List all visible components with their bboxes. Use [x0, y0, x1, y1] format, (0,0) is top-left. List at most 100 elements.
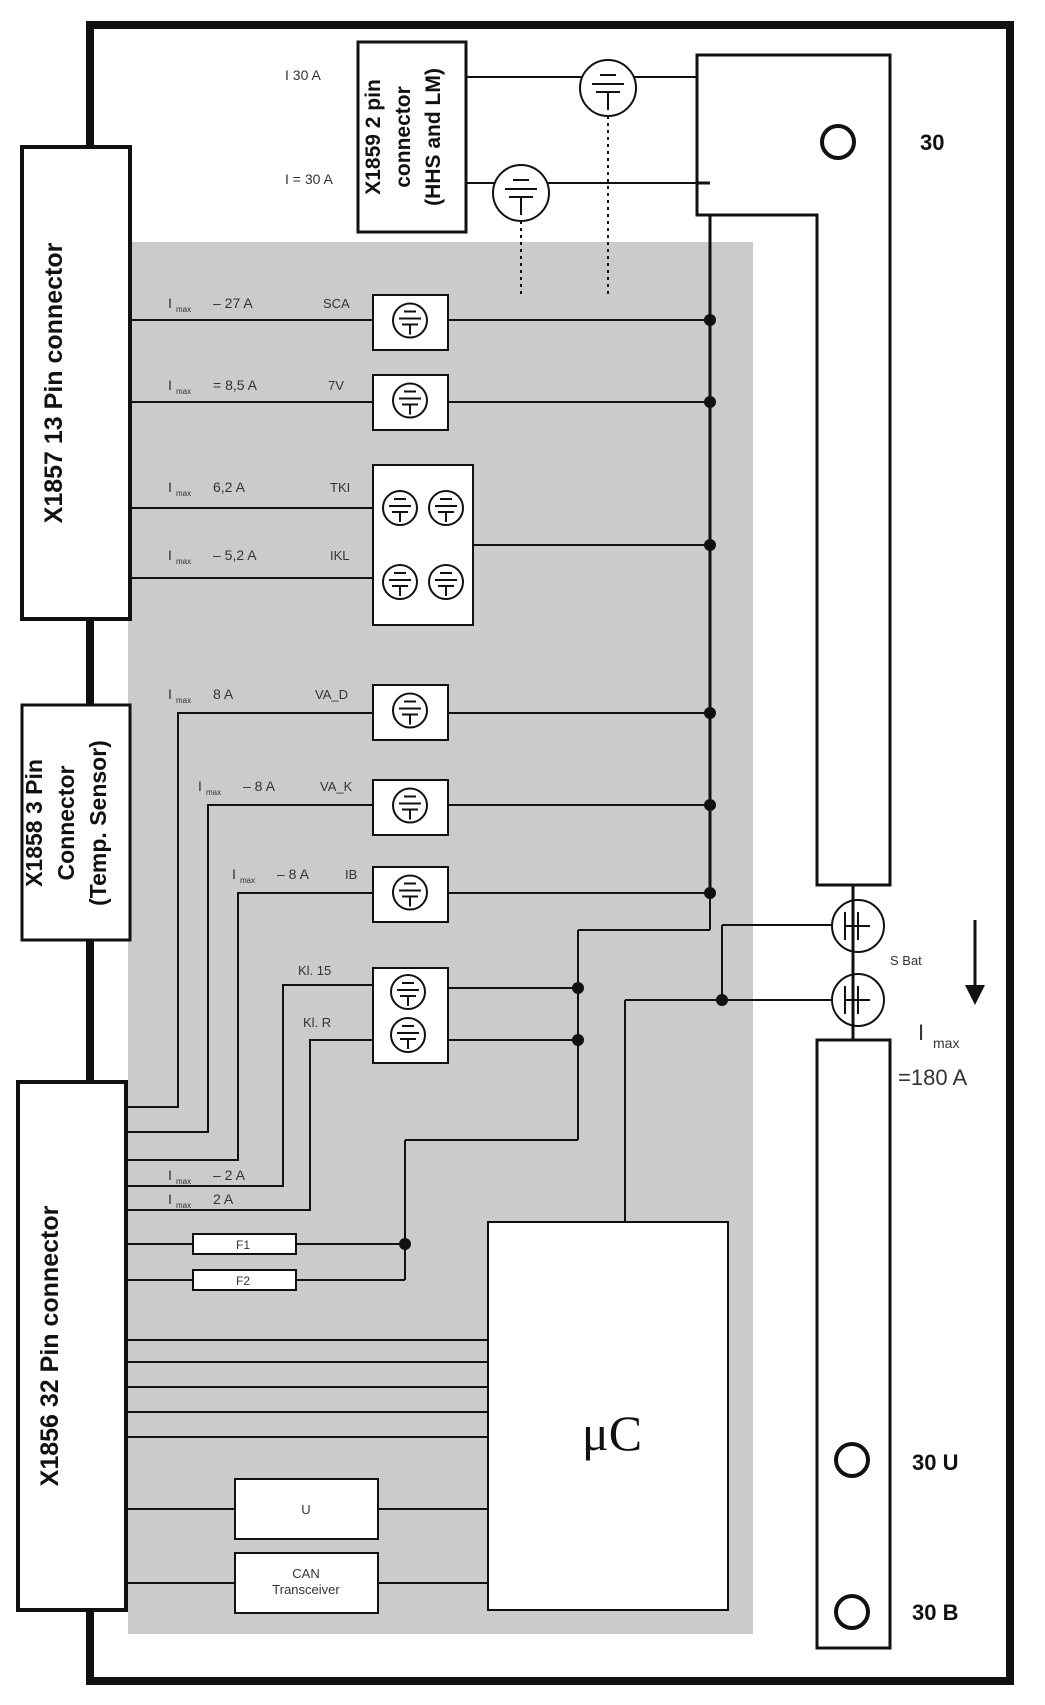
x1859-current-bottom: I = 30 A	[285, 171, 334, 187]
connector-x1857	[20, 145, 132, 621]
fet-tki-1-icon	[382, 490, 418, 526]
main-imax-i: I	[918, 1020, 924, 1045]
imax-value-3: – 5,2 A	[213, 547, 257, 563]
busbar-30u-30b	[815, 1038, 892, 1650]
connector-x1859-label-2: connector	[392, 86, 415, 188]
imax-value-5: – 8 A	[243, 778, 276, 794]
fet-ikl-2-icon	[428, 564, 464, 600]
channel-name-0: SCA	[323, 296, 350, 311]
connector-x1859-label-1: X1859 2 pin	[362, 79, 385, 195]
microcontroller-block	[487, 1221, 729, 1611]
imax-value-2: 6,2 A	[213, 479, 246, 495]
terminal-30u-label: 30 U	[912, 1450, 958, 1475]
current-arrow-head	[965, 985, 985, 1005]
fet-klr-icon-symbol	[397, 1025, 419, 1049]
fet-kl15-icon-symbol	[397, 982, 419, 1006]
imax-label-5: I	[198, 778, 202, 794]
fet-klr-icon	[390, 1017, 426, 1053]
x1859-fet-bottom	[492, 164, 550, 222]
junction-tki-ikl	[704, 539, 716, 551]
terminal-30u-hole	[834, 1442, 870, 1478]
imax-sub-0: max	[176, 305, 191, 314]
x1859-current-top: I 30 A	[285, 67, 321, 83]
klr-label: Kl. R	[303, 1015, 331, 1030]
junction-7v	[704, 396, 716, 408]
voltage-regulator-label: U	[301, 1502, 310, 1517]
imax-sub-5: max	[206, 788, 221, 797]
imax-label-1: I	[168, 377, 172, 393]
channel-name-3: IKL	[330, 548, 350, 563]
connector-x1859	[356, 40, 468, 234]
fet-ikl-1-icon-symbol	[389, 572, 411, 596]
fet-kl15-icon	[390, 974, 426, 1010]
terminal-30-label: 30	[920, 130, 944, 155]
fet-ib-icon-symbol	[399, 882, 421, 907]
imax-value-8: 2 A	[213, 1191, 234, 1207]
imax-sub-4: max	[176, 696, 191, 705]
channel-name-4: VA_D	[315, 687, 348, 702]
wire-x1856-ib	[126, 892, 373, 1161]
imax-sub-2: max	[176, 489, 191, 498]
imax-value-7: – 2 A	[213, 1167, 246, 1183]
imax-label-3: I	[168, 547, 172, 563]
fuse-f1-label: F1	[236, 1238, 250, 1252]
fet-ib-icon	[392, 874, 428, 911]
fuse-f2-label: F2	[236, 1274, 250, 1288]
imax-label-4: I	[168, 686, 172, 702]
fet-va_d-icon	[392, 692, 428, 729]
sbat-label: S Bat	[890, 953, 922, 968]
imax-value-0: – 27 A	[213, 295, 253, 311]
junction-fuse	[399, 1238, 411, 1250]
connector-x1858-label-1: X1858 3 Pin	[21, 759, 47, 887]
junction-sca	[704, 314, 716, 326]
junction-ib	[704, 887, 716, 899]
can-transceiver-block	[234, 1552, 379, 1614]
can-transceiver-label-2: Transceiver	[272, 1582, 340, 1597]
fet-sca-icon-symbol	[399, 310, 421, 335]
fet-va_k-icon-symbol	[399, 795, 421, 820]
imax-label-7: I	[168, 1167, 172, 1183]
fet-va_k-icon	[392, 787, 428, 824]
kl15-label: Kl. 15	[298, 963, 331, 978]
wire-x1856-klr	[126, 1039, 373, 1211]
terminal-30-hole	[820, 124, 856, 160]
imax-label-6: I	[232, 866, 236, 882]
main-imax-value: =180 A	[898, 1065, 967, 1090]
connector-x1856	[16, 1080, 128, 1612]
connector-x1857-label: X1857 13 Pin connector	[40, 242, 68, 523]
wire-x1856-va_k	[126, 804, 373, 1133]
imax-value-6: – 8 A	[277, 866, 310, 882]
connector-x1858-label-2: Connector	[53, 765, 79, 880]
imax-sub-7: max	[176, 1177, 191, 1186]
imax-label-8: I	[168, 1191, 172, 1207]
terminal-30b-label: 30 B	[912, 1600, 958, 1625]
connector-x1859-label-3: (HHS and LM)	[422, 68, 445, 206]
fet-tki-2-icon	[428, 490, 464, 526]
x1859-fet-top	[579, 59, 637, 117]
wiring	[126, 895, 832, 1584]
connector-x1858	[20, 703, 132, 942]
fet-va_d-icon-symbol	[399, 700, 421, 725]
fet-ikl-2-icon-symbol	[435, 572, 457, 596]
imax-label-2: I	[168, 479, 172, 495]
junction-va_d	[704, 707, 716, 719]
channel-name-5: VA_K	[320, 779, 353, 794]
fet-tki-1-icon-symbol	[389, 498, 411, 522]
imax-sub-6: max	[240, 876, 255, 885]
channel-name-1: 7V	[328, 378, 344, 393]
junction-va_k	[704, 799, 716, 811]
fet-7v-icon-symbol	[399, 390, 421, 415]
channel-name-2: TKI	[330, 480, 350, 495]
imax-sub-8: max	[176, 1201, 191, 1210]
imax-value-1: = 8,5 A	[213, 377, 258, 393]
fet-sca-icon	[392, 302, 428, 339]
junction-sbat	[716, 994, 728, 1006]
imax-sub-1: max	[176, 387, 191, 396]
connector-x1856-label: X1856 32 Pin connector	[36, 1205, 64, 1486]
sbat-switch	[831, 885, 885, 1040]
imax-value-4: 8 A	[213, 686, 234, 702]
microcontroller-label: μC	[582, 1405, 642, 1461]
imax-label-0: I	[168, 295, 172, 311]
connector-x1858-label-3: (Temp. Sensor)	[85, 740, 111, 906]
